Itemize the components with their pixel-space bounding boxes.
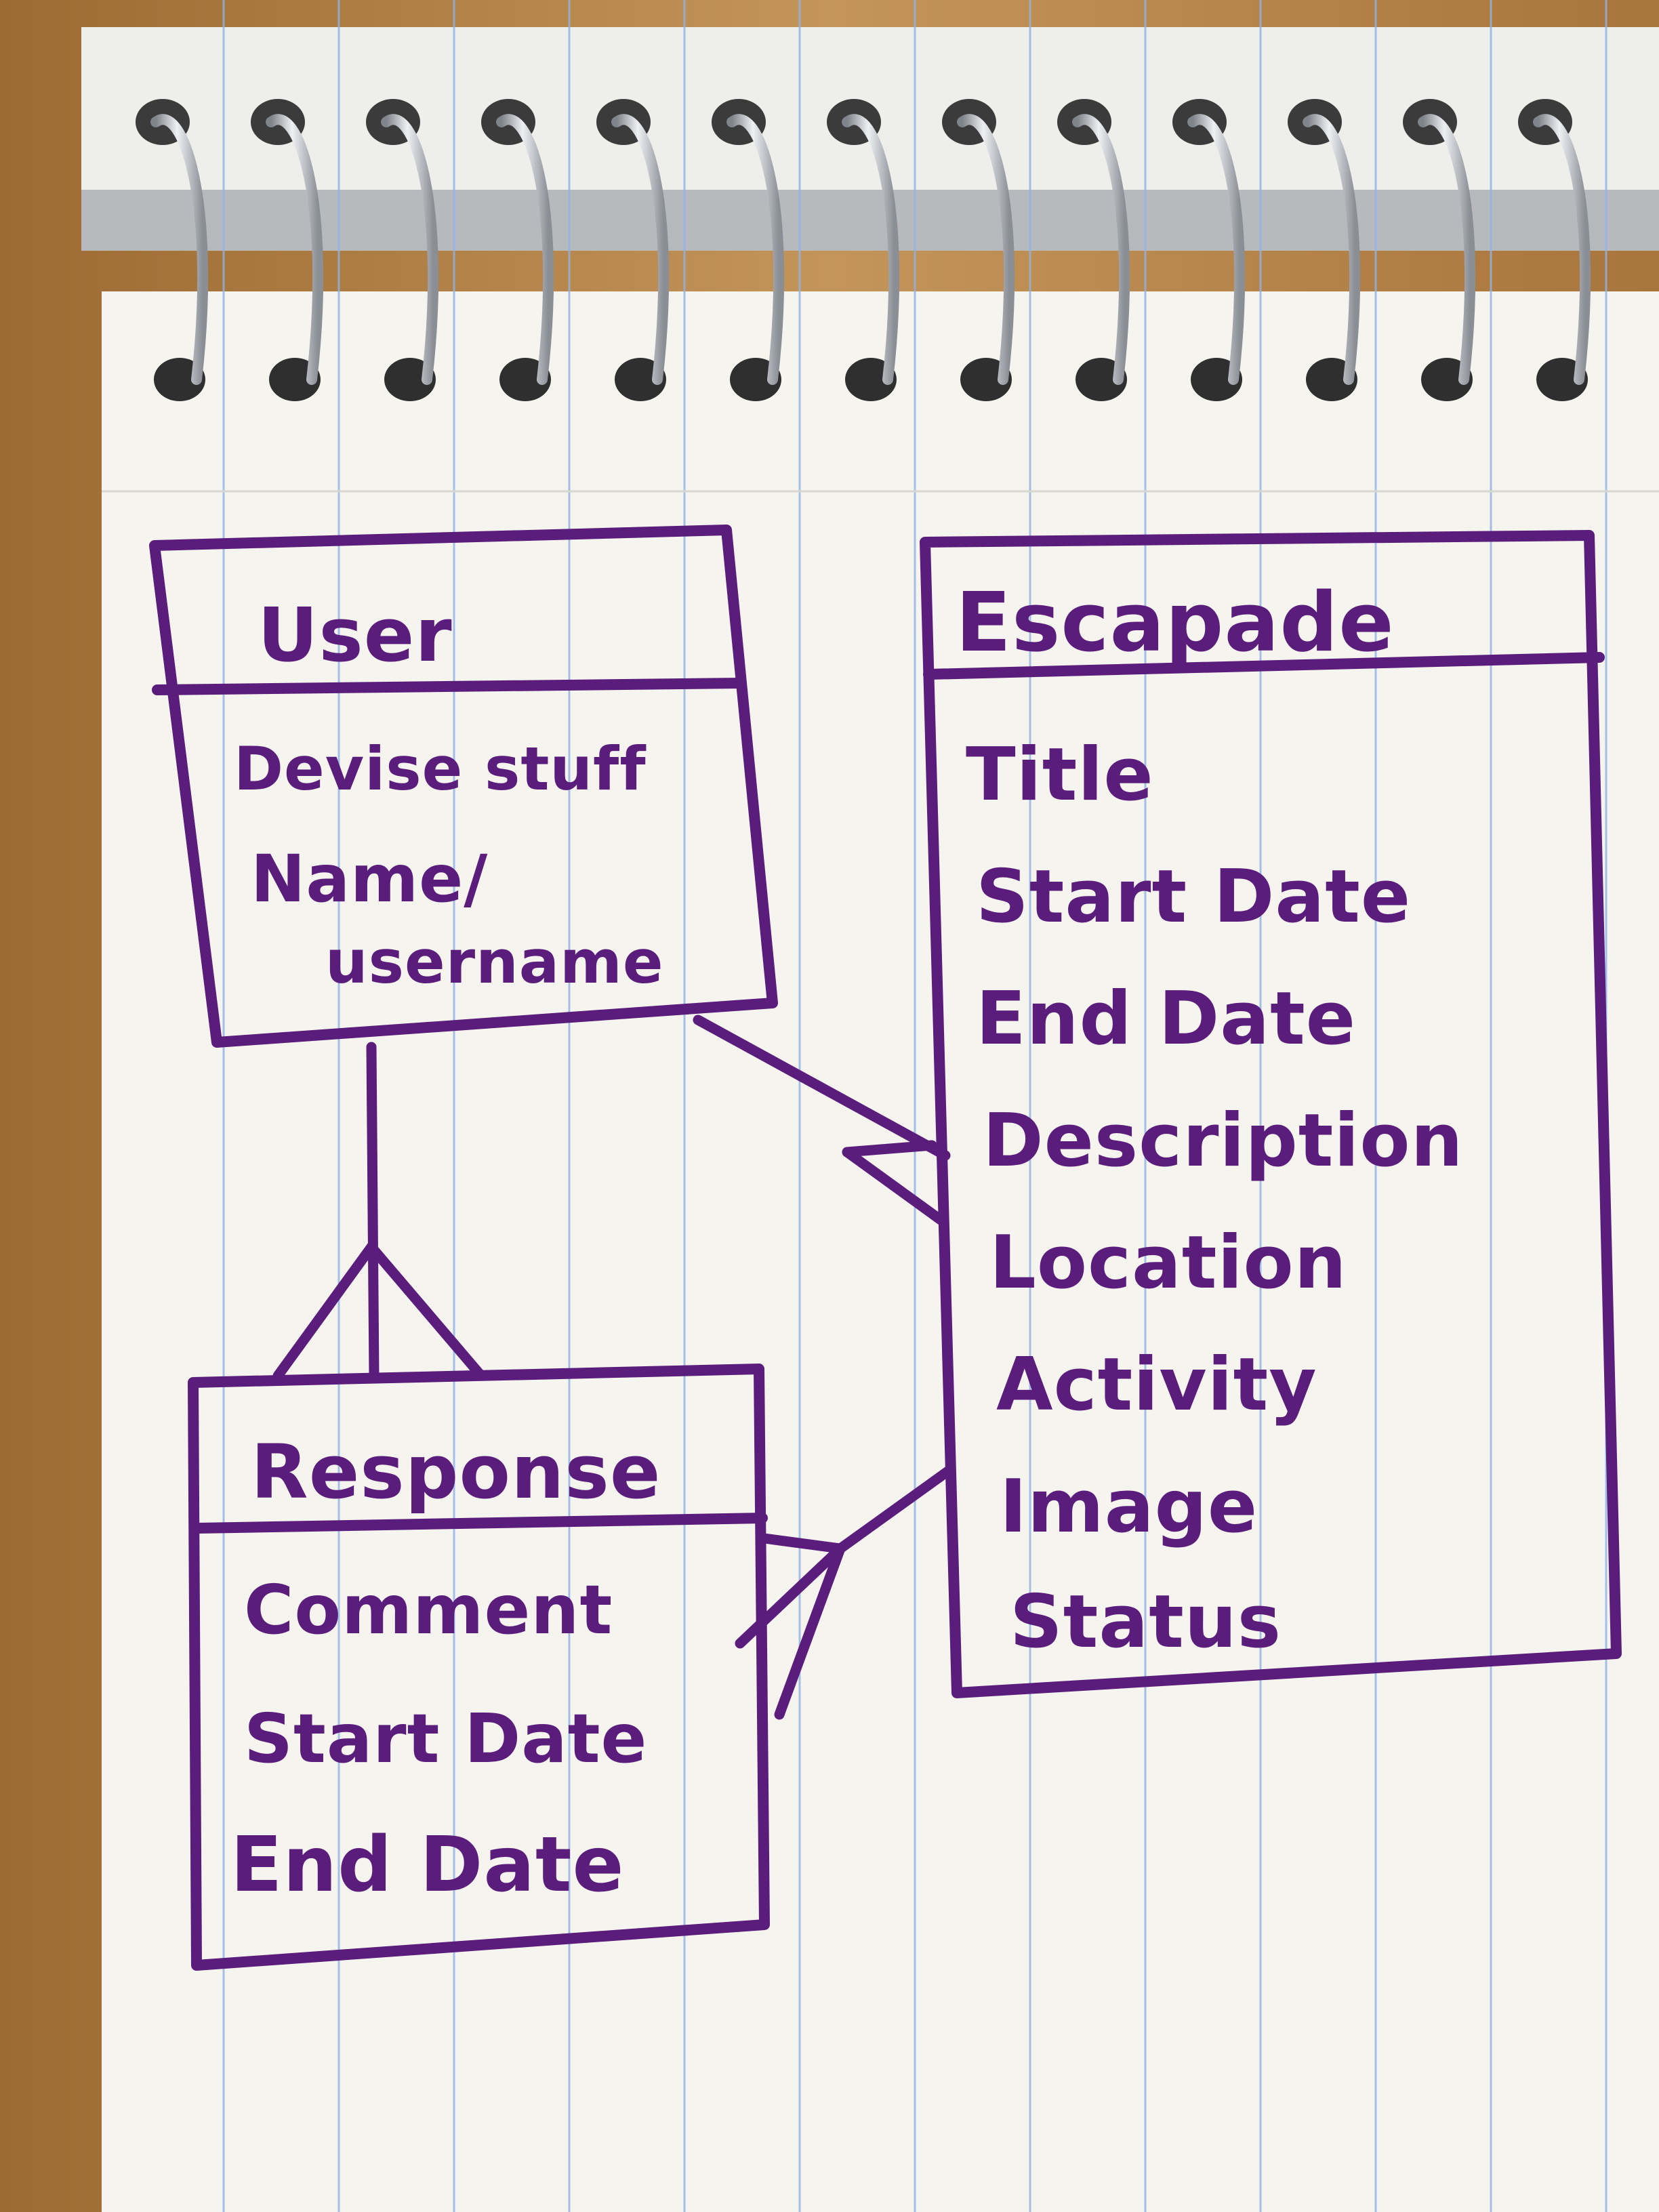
escapade-attr-activity: Activity — [996, 1343, 1317, 1427]
user-title-divider — [152, 678, 744, 695]
binding-ring — [266, 114, 324, 385]
user-box — [149, 525, 778, 1048]
response-attr-comment: Comment — [244, 1570, 613, 1650]
response-box — [188, 1364, 770, 1971]
escapade-title-divider — [923, 652, 1605, 680]
spiral-binding — [136, 99, 1591, 401]
escapade-box — [920, 530, 1622, 1698]
binding-ring — [1533, 114, 1591, 385]
response-title-divider — [191, 1513, 768, 1534]
escapade-title: Escapade — [956, 576, 1395, 670]
binding-ring — [957, 114, 1015, 385]
binding-ring — [1418, 114, 1476, 385]
response-attr-end-date: End Date — [230, 1821, 624, 1909]
ruled-lines — [222, 0, 1607, 2212]
escapade-attr-description: Description — [983, 1099, 1464, 1183]
binding-ring — [842, 114, 900, 385]
user-attr-devise: Devise stuff — [234, 734, 647, 804]
escapade-attr-start-date: Start Date — [976, 855, 1411, 939]
relationship-user-escapade — [693, 1015, 951, 1225]
escapade-attr-image: Image — [1000, 1465, 1258, 1549]
relationship-user-response — [272, 1042, 487, 1381]
binding-ring — [611, 114, 670, 385]
escapade-attr-status: Status — [1010, 1580, 1282, 1664]
response-attr-start-date: Start Date — [244, 1699, 647, 1778]
escapade-attr-location: Location — [989, 1221, 1347, 1305]
user-attr-username: username — [325, 927, 664, 997]
entity-response — [188, 1364, 770, 1971]
relationship-escapade-response — [735, 1465, 954, 1720]
escapade-attr-title: Title — [966, 733, 1154, 817]
entity-user — [149, 525, 778, 1048]
binding-ring — [381, 114, 439, 385]
user-attr-name: Name/ — [251, 841, 488, 917]
notebook-page — [102, 291, 1659, 2212]
response-title: Response — [251, 1429, 661, 1515]
binding-ring — [726, 114, 785, 385]
user-title: User — [258, 592, 453, 678]
binding-ring — [1072, 114, 1130, 385]
binding-ring — [1187, 114, 1246, 385]
entity-escapade — [920, 530, 1622, 1698]
binding-ring — [496, 114, 554, 385]
escapade-attr-end-date: End Date — [976, 977, 1356, 1061]
binding-ring — [150, 114, 209, 385]
binding-ring — [1303, 114, 1361, 385]
